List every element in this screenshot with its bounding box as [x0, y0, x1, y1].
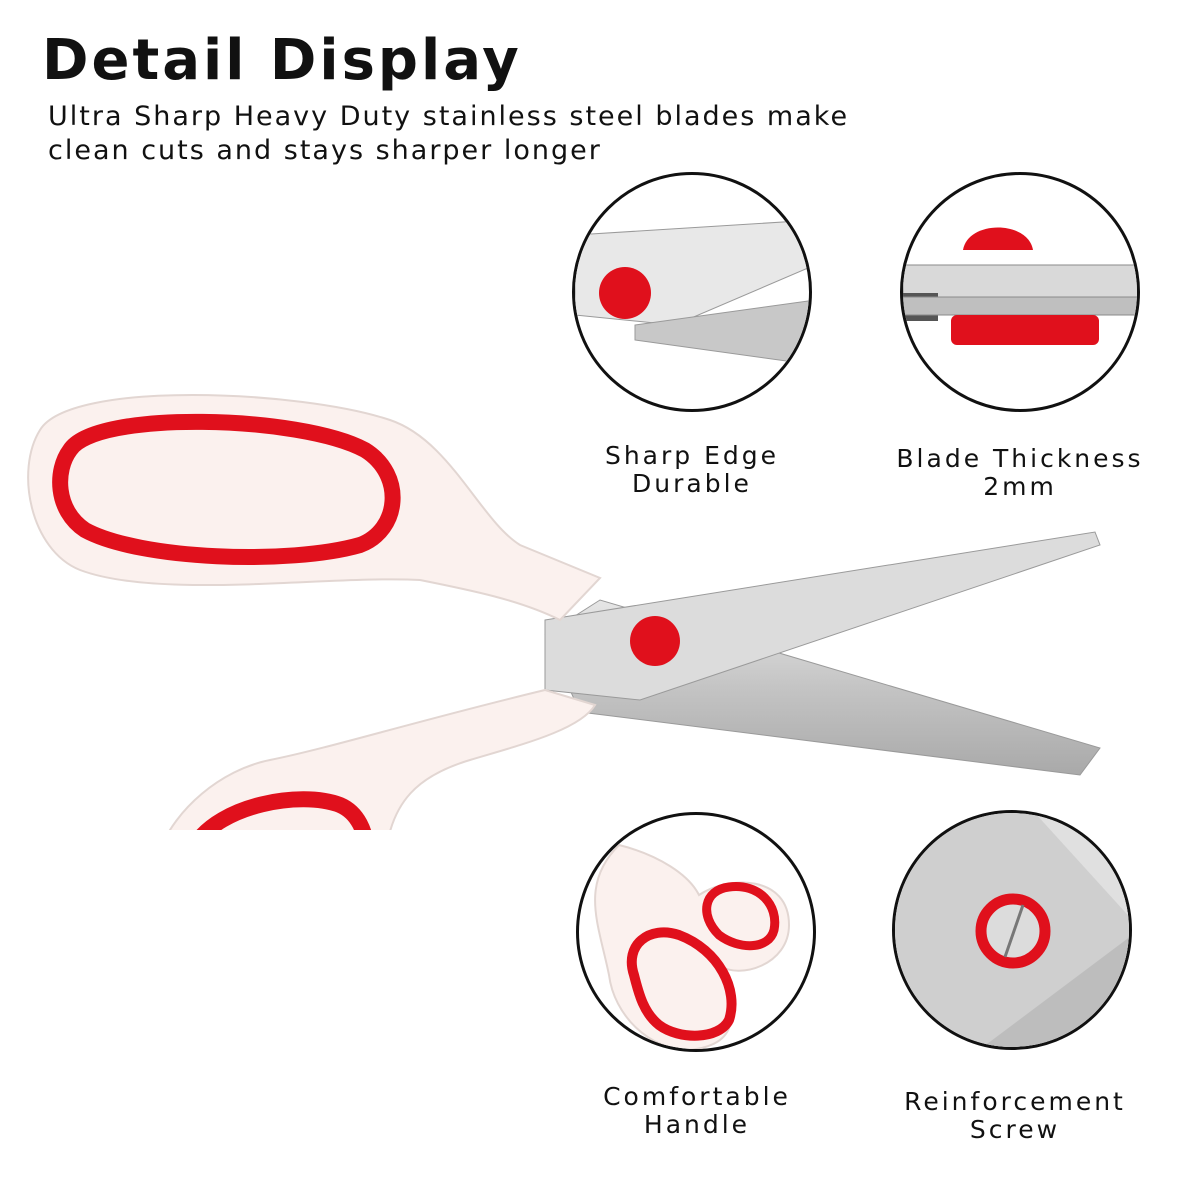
caption-blade-thickness: Blade Thickness 2mm [860, 445, 1180, 501]
upper-handle [27, 394, 602, 622]
callout-sharp-edge [572, 172, 812, 412]
lower-handle [168, 688, 597, 830]
caption-sharp-edge: Sharp Edge Durable [532, 442, 852, 498]
page-subtitle: Ultra Sharp Heavy Duty stainless steel b… [48, 100, 908, 168]
subtitle-line-1: Ultra Sharp Heavy Duty stainless steel b… [48, 101, 850, 132]
screw-closeup-icon [895, 813, 1129, 1047]
caption-blade-thickness-line1: Blade Thickness [896, 444, 1144, 473]
pivot-screw [630, 616, 680, 666]
upper-handle-ring [52, 413, 401, 565]
caption-sharp-edge-line1: Sharp Edge [604, 441, 780, 470]
blade-thickness-closeup-icon [903, 227, 1137, 345]
callout-reinforcement-screw [892, 810, 1132, 1050]
callout-blade-thickness [900, 172, 1140, 412]
caption-blade-thickness-line2: 2mm [983, 472, 1057, 501]
page-title: Detail Display [42, 28, 522, 93]
caption-sharp-edge-line2: Durable [632, 469, 752, 498]
subtitle-line-2: clean cuts and stays sharper longer [48, 135, 602, 166]
caption-reinforcement-screw-line2: Screw [969, 1115, 1061, 1144]
scissors-illustration [27, 394, 1101, 830]
caption-reinforcement-screw: Reinforcement Screw [855, 1088, 1175, 1144]
lower-handle-ring [196, 791, 371, 830]
blade-pivot-closeup-icon [575, 219, 809, 365]
caption-comfortable-handle: Comfortable Handle [537, 1083, 857, 1139]
caption-reinforcement-screw-line1: Reinforcement [904, 1087, 1126, 1116]
upper-blade [544, 531, 1101, 701]
handle-closeup-icon [594, 843, 791, 1049]
caption-comfortable-handle-line2: Handle [643, 1110, 751, 1139]
caption-comfortable-handle-line1: Comfortable [603, 1082, 791, 1111]
callout-comfortable-handle [576, 812, 816, 1052]
